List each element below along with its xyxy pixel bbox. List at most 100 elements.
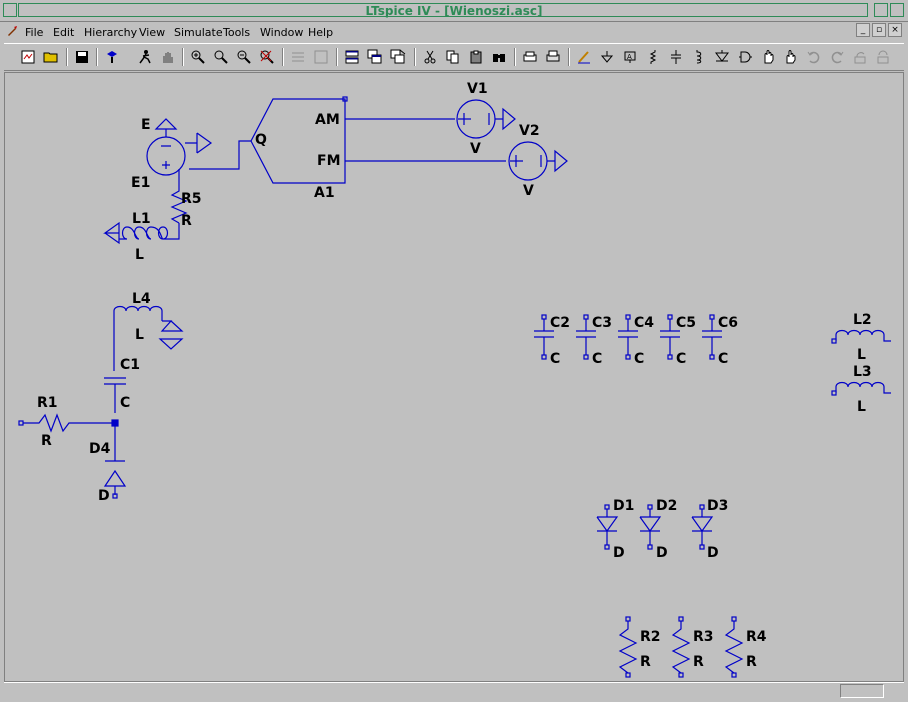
print-icon[interactable]: [543, 47, 563, 67]
r3-value-label: R: [693, 654, 704, 670]
save-icon[interactable]: [72, 47, 92, 67]
menu-view[interactable]: View: [139, 26, 166, 39]
r4-resistor-symbol: [724, 621, 744, 674]
l2-name-label: L2: [853, 312, 872, 328]
redo-icon[interactable]: [827, 47, 847, 67]
d3-name-label: D3: [707, 498, 728, 514]
title-frame: [18, 3, 868, 17]
d4-diode-symbol: [103, 426, 127, 495]
r1-resistor-symbol: [23, 413, 113, 433]
move-icon[interactable]: [758, 47, 778, 67]
mdi-restore-button[interactable]: ▫: [872, 23, 886, 37]
r4-name-label: R4: [746, 629, 767, 645]
svg-text:A: A: [627, 53, 632, 61]
ground-icon[interactable]: [597, 47, 617, 67]
a1-input-label: Q: [255, 132, 267, 148]
rotate-icon[interactable]: [850, 47, 870, 67]
mdi-minimize-button[interactable]: _: [856, 23, 870, 37]
status-panel: [840, 684, 884, 698]
r5-name-label: R5: [181, 191, 202, 207]
l2-inductor-symbol: [835, 329, 891, 342]
undo-icon[interactable]: [804, 47, 824, 67]
autoscale-icon[interactable]: [288, 47, 308, 67]
l1-value-label: L: [135, 247, 144, 263]
open-icon[interactable]: [41, 47, 61, 67]
l4-inductor-symbol: [113, 305, 163, 321]
menu-edit[interactable]: Edit: [53, 26, 75, 39]
c1-value-label: C: [120, 395, 130, 411]
r5-value-label: R: [181, 213, 192, 229]
mirror-icon[interactable]: [873, 47, 893, 67]
zoom-in-icon[interactable]: [188, 47, 208, 67]
draw-wire-icon[interactable]: [574, 47, 594, 67]
v1-name-label: V1: [467, 81, 488, 97]
cascade-icon[interactable]: [365, 47, 385, 67]
c5-capacitor-symbol: [660, 319, 680, 355]
tile-icon[interactable]: [311, 47, 331, 67]
paste-icon[interactable]: [466, 47, 486, 67]
diode-icon[interactable]: [712, 47, 732, 67]
c4-capacitor-symbol: [618, 319, 638, 355]
menu-tools[interactable]: Tools: [223, 26, 251, 39]
app-icon[interactable]: [6, 25, 18, 37]
component-icon[interactable]: [735, 47, 755, 67]
print-setup-icon[interactable]: [520, 47, 540, 67]
find-icon[interactable]: [489, 47, 509, 67]
copy-icon[interactable]: [443, 47, 463, 67]
l1-inductor-symbol: [119, 223, 180, 240]
menu-file[interactable]: File: [25, 26, 44, 39]
zoom-cancel-icon[interactable]: [257, 47, 277, 67]
menu-window[interactable]: Window: [260, 26, 304, 39]
d3-diode-symbol: [691, 509, 714, 545]
close-all-icon[interactable]: [388, 47, 408, 67]
d1-name-label: D1: [613, 498, 634, 514]
resistor-icon[interactable]: [643, 47, 663, 67]
system-menu-button[interactable]: [3, 3, 17, 17]
menu-hierarchy[interactable]: Hierarchy: [84, 26, 138, 39]
l3-inductor-symbol: [835, 381, 891, 394]
run-icon[interactable]: [135, 47, 155, 67]
control-panel-icon[interactable]: [102, 47, 122, 67]
c2-capacitor-symbol: [534, 319, 554, 355]
e1-name-label: E1: [131, 175, 150, 191]
d4-name-label: D4: [89, 441, 111, 457]
c6-value-label: C: [718, 351, 728, 367]
label-net-icon[interactable]: A: [620, 47, 640, 67]
c3-capacitor-symbol: [576, 319, 596, 355]
inductor-icon[interactable]: [689, 47, 709, 67]
a1-am-label: AM: [315, 112, 340, 128]
c3-value-label: C: [592, 351, 602, 367]
r4-value-label: R: [746, 654, 757, 670]
a1-block-symbol: [250, 98, 346, 184]
schematic-drawing: E E1 R5 R L1 L Q AM FM A1 V1 V V2 V L4 L…: [18, 81, 891, 678]
v1-value-label: V: [470, 141, 481, 157]
capacitor-icon[interactable]: [666, 47, 686, 67]
menu-help[interactable]: Help: [308, 26, 334, 39]
title-bar: LTspice IV - [Wienoszi.asc]: [0, 0, 908, 22]
halt-icon[interactable]: [158, 47, 178, 67]
tile-horizontal-icon[interactable]: [342, 47, 362, 67]
schematic-canvas[interactable]: E E1 R5 R L1 L Q AM FM A1 V1 V V2 V L4 L…: [4, 72, 904, 682]
v2-name-label: V2: [519, 123, 540, 139]
menu-simulate[interactable]: Simulate: [174, 26, 223, 39]
d2-diode-symbol: [639, 509, 662, 545]
maximize-button[interactable]: [890, 3, 904, 17]
c4-name-label: C4: [634, 315, 654, 331]
c1-capacitor-symbol: [104, 377, 126, 385]
l3-name-label: L3: [853, 364, 872, 380]
c5-name-label: C5: [676, 315, 696, 331]
c1-name-label: C1: [120, 357, 140, 373]
l2-value-label: L: [857, 347, 866, 363]
window-title: LTspice IV - [Wienoszi.asc]: [365, 4, 543, 18]
drag-icon[interactable]: [781, 47, 801, 67]
mdi-controls: _ ▫ ×: [856, 23, 902, 37]
minimize-button[interactable]: [874, 3, 888, 17]
pan-icon[interactable]: [211, 47, 231, 67]
zoom-out-icon[interactable]: [234, 47, 254, 67]
new-schematic-icon[interactable]: [18, 47, 38, 67]
cut-icon[interactable]: [420, 47, 440, 67]
c2-name-label: C2: [550, 315, 570, 331]
mdi-close-button[interactable]: ×: [888, 23, 902, 37]
r2-resistor-symbol: [618, 621, 638, 674]
d2-value-label: D: [656, 545, 668, 561]
